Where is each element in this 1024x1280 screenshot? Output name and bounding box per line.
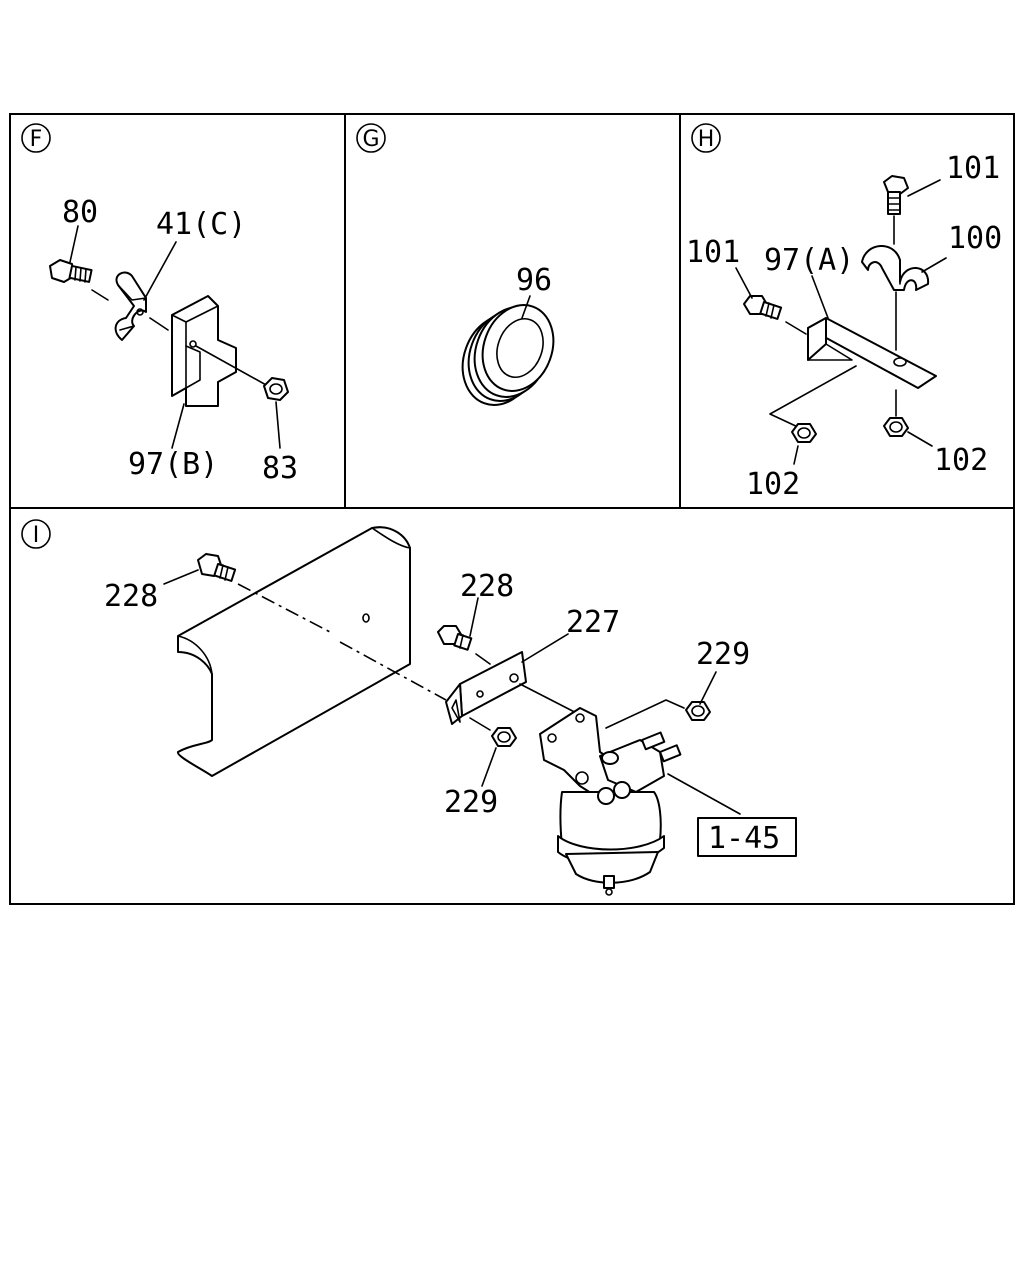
label-102-right: 102 [934, 443, 988, 478]
label-83: 83 [262, 451, 298, 486]
clip-41c [114, 271, 147, 341]
panel-f: F [21, 123, 298, 486]
label-228-left: 228 [104, 579, 158, 614]
bolt-101-left [743, 295, 783, 320]
fuel-filter-assembly [539, 707, 682, 896]
label-227: 227 [566, 605, 620, 640]
panel-g-marker-text: G [362, 127, 379, 152]
label-97a: 97(A) [764, 243, 854, 278]
panel-h-marker: H [691, 123, 721, 153]
bolt-101-top [883, 175, 909, 215]
panel-g-marker: G [356, 123, 386, 153]
panel-i-marker: I [21, 519, 51, 549]
panel-g: G 96 [356, 123, 555, 406]
label-101-left: 101 [686, 235, 740, 270]
label-102-left: 102 [746, 467, 800, 502]
panel-frame [9, 113, 1015, 905]
nut-229-right [685, 701, 711, 721]
panel-f-marker: F [21, 123, 51, 153]
label-229-bottom: 229 [444, 785, 498, 820]
label-101-top: 101 [946, 151, 1000, 186]
label-97b: 97(B) [128, 447, 218, 482]
clamp-100 [861, 245, 930, 291]
panel-i: I [21, 519, 797, 896]
label-96: 96 [516, 263, 552, 298]
label-1-45: 1-45 [708, 821, 780, 856]
bolt-228-mid [437, 625, 473, 651]
panel-i-marker-text: I [33, 523, 40, 548]
bracket-227 [445, 651, 527, 725]
label-41c: 41(C) [156, 207, 246, 242]
label-80: 80 [62, 195, 98, 230]
panel-h: H [686, 123, 1002, 502]
panel-f-marker-text: F [30, 127, 43, 152]
grommet-96 [461, 304, 555, 406]
bolt-80 [49, 259, 93, 283]
nut-83 [263, 377, 289, 401]
bracket-97a [807, 317, 937, 389]
label-229-right: 229 [696, 637, 750, 672]
bolt-228-left [197, 553, 237, 582]
label-228-mid: 228 [460, 569, 514, 604]
nut-102-left [791, 423, 817, 443]
frame-rail [176, 526, 411, 777]
nut-102-right [883, 417, 909, 437]
nut-229-bottom [491, 727, 517, 747]
panel-h-marker-text: H [698, 127, 715, 152]
ref-box-1-45: 1-45 [697, 817, 797, 857]
label-100: 100 [948, 221, 1002, 256]
